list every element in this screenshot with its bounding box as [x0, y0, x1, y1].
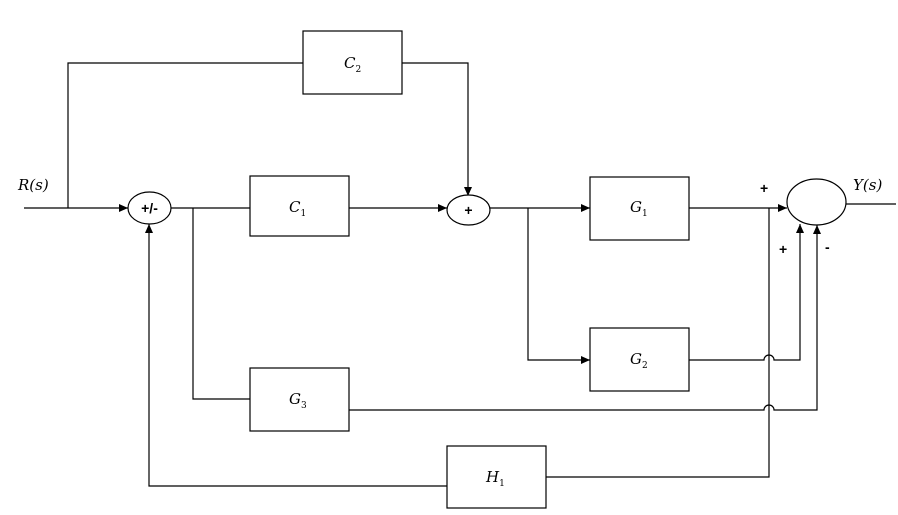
block-c2: C2 [302, 30, 403, 95]
sign-g3-input: - [825, 239, 830, 255]
block-g1-box [589, 176, 690, 241]
block-g3-box [249, 367, 350, 432]
block-g2-label: G2 [630, 350, 648, 371]
input-signal-label: R(s) [17, 176, 49, 194]
output-signal-label: Y(s) [853, 176, 882, 194]
block-g2-box [589, 327, 690, 392]
sum-junction-1-label: +/- [141, 200, 158, 216]
block-h1-box [446, 445, 547, 509]
block-c1-box [249, 175, 350, 237]
arrow-into-g2 [581, 356, 590, 364]
arrow-into-g1 [581, 204, 590, 212]
arrow-into-sum3-left [778, 204, 787, 212]
block-g3-label: G3 [289, 390, 307, 411]
arrow-into-sum3-g3 [813, 225, 821, 234]
sum-junction-3-shape [786, 178, 847, 226]
block-g1: G1 [589, 176, 690, 241]
wire-g2-sum3 [689, 224, 801, 361]
block-g1-label: G1 [630, 198, 648, 219]
wires [24, 62, 896, 487]
arrow-into-sum2-top [464, 187, 472, 196]
wire-h1-feedback-out [148, 224, 447, 487]
arrow-into-sum1 [119, 204, 128, 212]
wire-h1-feedback-in [546, 208, 770, 478]
block-h1: H1 [446, 445, 547, 509]
block-c1-label: C1 [289, 198, 306, 219]
block-c2-box [302, 30, 403, 95]
wire-c2-out [402, 62, 469, 196]
block-c2-label: C2 [344, 54, 361, 75]
sum-junction-2: + [446, 194, 491, 226]
wire-g3-branch [192, 208, 250, 400]
block-c1: C1 [249, 175, 350, 237]
arrow-into-sum1-bottom [145, 224, 153, 233]
sum-junction-2-label: + [464, 202, 472, 218]
block-h1-label: H1 [485, 468, 505, 489]
sum-junction-3 [786, 178, 847, 226]
arrow-into-sum3-g2 [796, 224, 804, 233]
sign-g2-input: + [779, 241, 787, 257]
sum-junction-1: +/- [127, 191, 172, 225]
wire-c2-branch [67, 62, 303, 208]
sign-g1-input: + [760, 180, 768, 196]
arrowheads [119, 187, 821, 364]
block-g2: G2 [589, 327, 690, 392]
sum-junction-1-shape [127, 191, 172, 225]
wire-g3-sum3 [349, 225, 818, 411]
arrow-into-sum2 [438, 204, 447, 212]
block-g3: G3 [249, 367, 350, 432]
sum-junction-2-shape [446, 194, 491, 226]
wire-g2-branch [527, 208, 590, 361]
